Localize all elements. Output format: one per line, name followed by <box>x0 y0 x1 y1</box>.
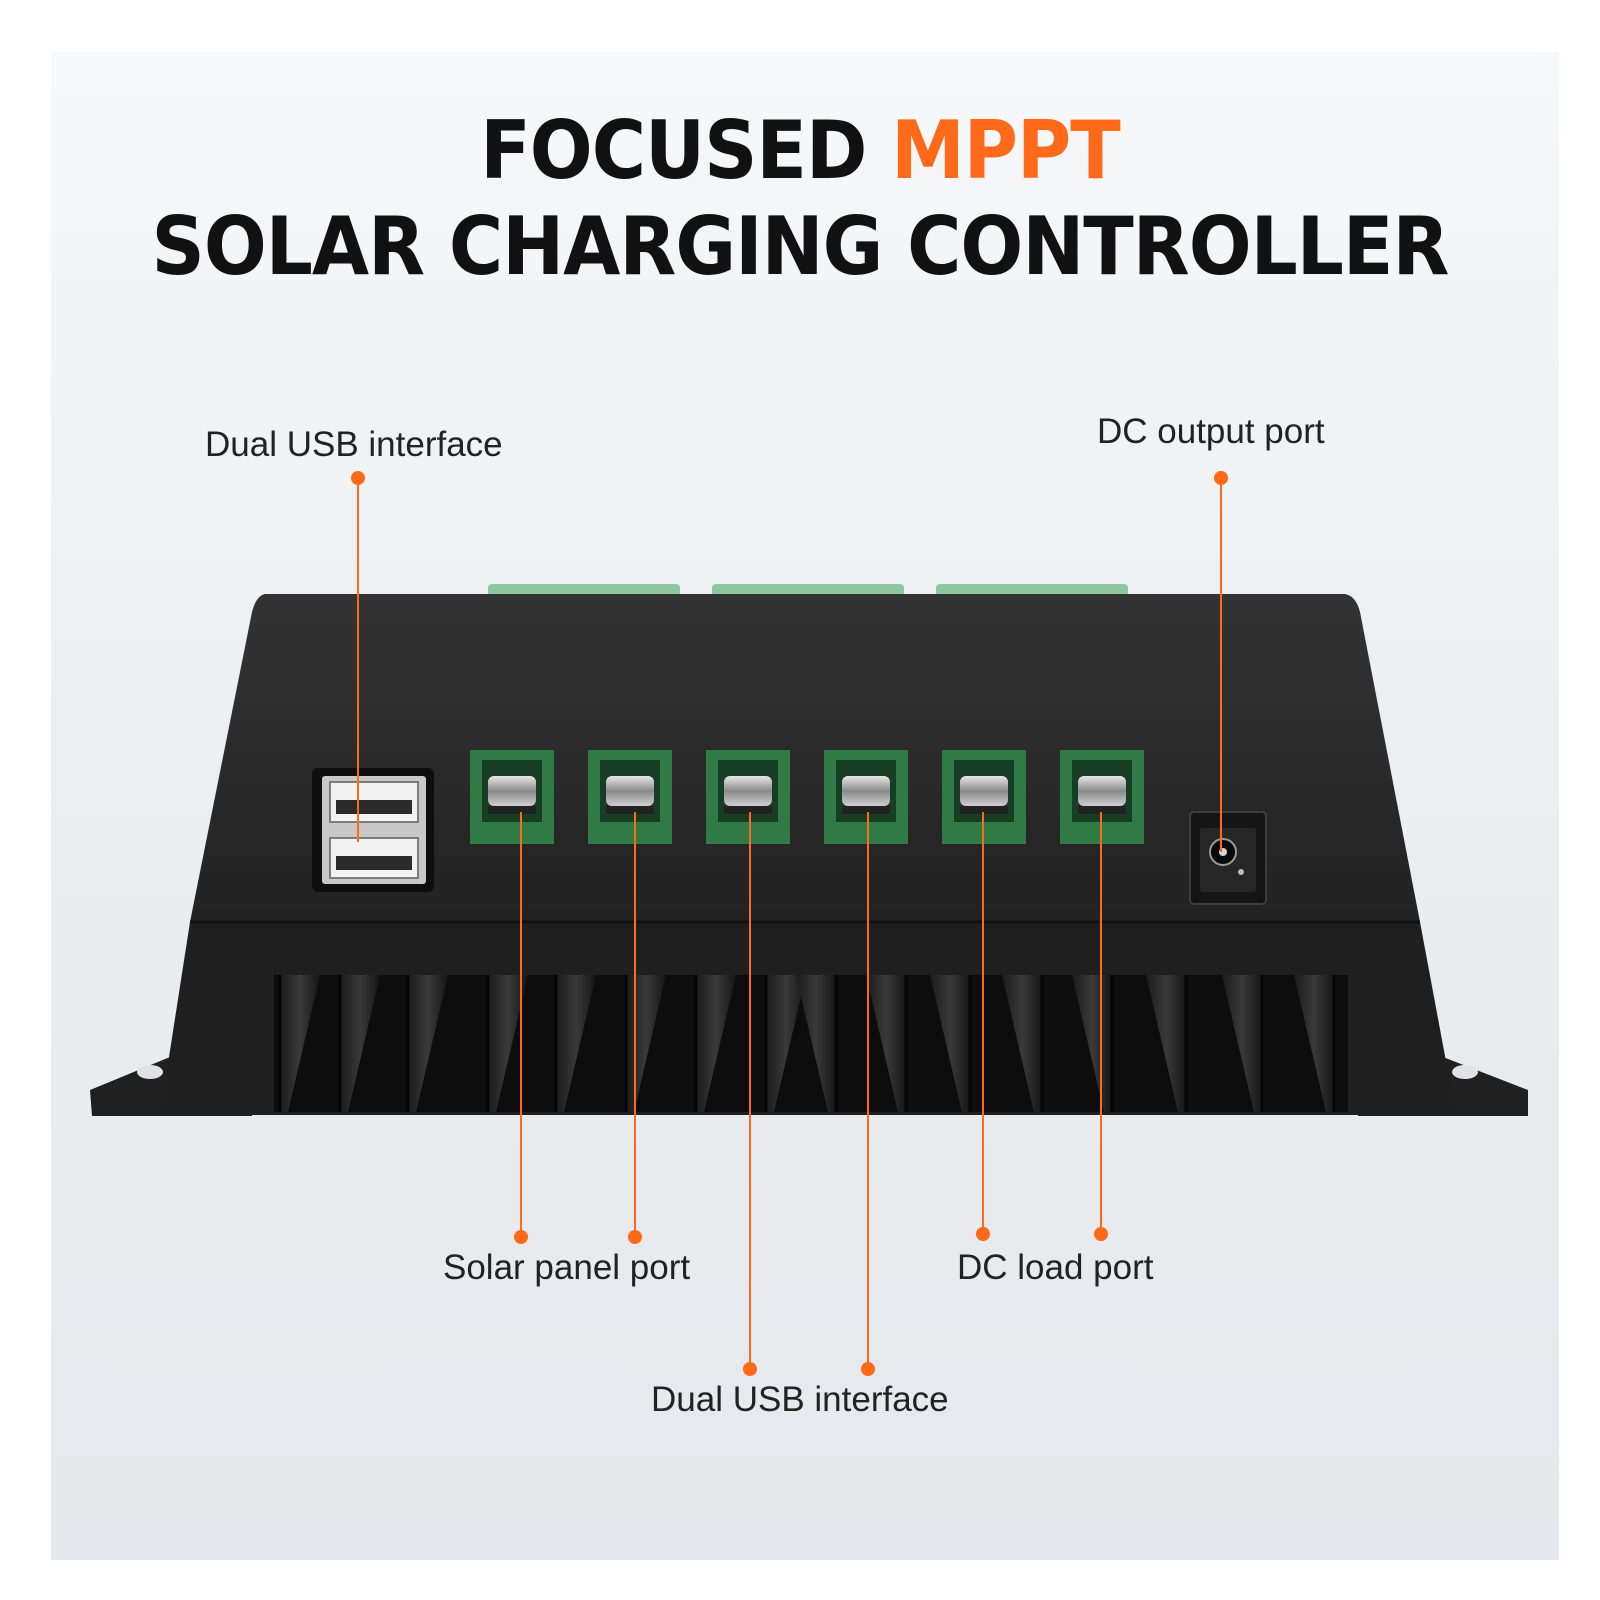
page-title-line-2: SOLAR CHARGING CONTROLLER <box>151 200 1450 294</box>
mounting-hole <box>1452 1065 1478 1079</box>
label-dual-usb-bottom: Dual USB interface <box>651 1380 949 1419</box>
label-solar-panel-port: Solar panel port <box>443 1248 691 1287</box>
page-title-line-1: FOCUSED MPPT <box>0 105 1600 198</box>
screw-terminal <box>824 750 908 844</box>
heatsink-fin <box>280 975 320 1112</box>
callout-dot <box>1094 1227 1108 1241</box>
heatsink-fin <box>866 975 906 1112</box>
heatsink-fin <box>556 975 596 1112</box>
callout-dot <box>351 471 365 485</box>
callout-dot <box>1214 471 1228 485</box>
label-dc-load-port: DC load port <box>957 1248 1154 1287</box>
callout-dot <box>628 1230 642 1244</box>
heatsink-fin <box>1002 975 1042 1112</box>
heatsink-fin <box>408 975 448 1112</box>
screw-terminal <box>470 750 554 844</box>
dc-output-jack <box>1189 811 1267 905</box>
callout-dot <box>743 1362 757 1376</box>
usb-port-block <box>312 768 434 892</box>
heatsink-fins <box>278 975 1336 1112</box>
title-accent: MPPT <box>891 104 1121 198</box>
title-prefix: FOCUSED <box>480 104 867 198</box>
heatsink-cavity <box>274 975 1348 1112</box>
heatsink-fin <box>696 975 736 1112</box>
screw-terminal <box>706 750 790 844</box>
heatsink-fin <box>340 975 380 1112</box>
callout-dot <box>861 1362 875 1376</box>
label-dc-output-port: DC output port <box>1097 412 1325 451</box>
heatsink-fin <box>1222 975 1262 1112</box>
heatsink-fin <box>1294 975 1334 1112</box>
heatsink-fin <box>1146 975 1186 1112</box>
label-dual-usb-top: Dual USB interface <box>205 425 503 464</box>
screw-terminal <box>588 750 672 844</box>
heatsink-fin <box>796 975 836 1112</box>
screw-terminal <box>1060 750 1144 844</box>
screw-terminal-row <box>470 750 1144 844</box>
mounting-hole <box>137 1065 163 1079</box>
heatsink-fin <box>930 975 970 1112</box>
callout-dot <box>514 1230 528 1244</box>
heatsink-fin <box>766 975 806 1112</box>
callout-dot <box>976 1227 990 1241</box>
heatsink-fin <box>488 975 528 1112</box>
